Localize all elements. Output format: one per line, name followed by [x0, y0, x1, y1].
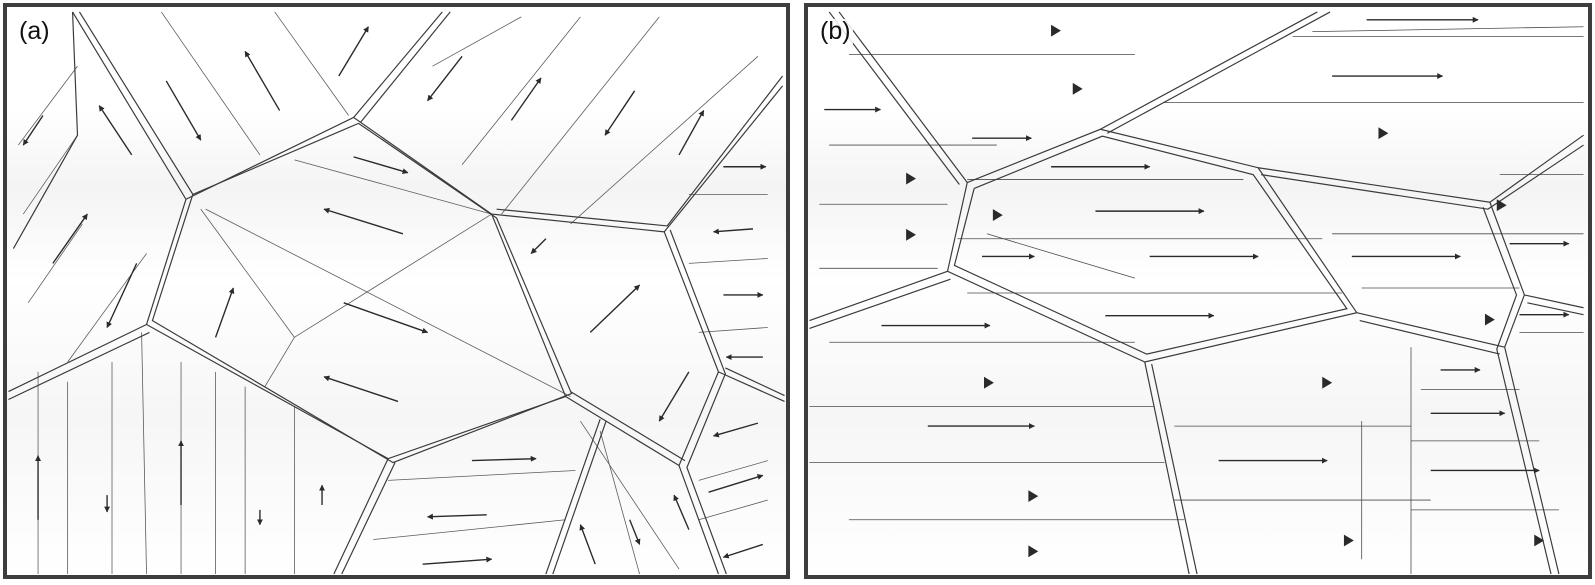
orientation-arrow: [722, 543, 764, 559]
arrowhead-icon: [1378, 127, 1389, 140]
grain-boundaries-b: [809, 11, 1584, 575]
arrows-a: [22, 26, 767, 565]
arrowhead-icon: [1072, 82, 1083, 95]
orientation-arrow: [22, 115, 44, 146]
arrowhead-icon: [1028, 545, 1039, 558]
arrowhead-icon: [906, 172, 916, 185]
orientation-arrow: [106, 263, 138, 329]
orientation-arrow: [338, 26, 369, 77]
orientation-arrow: [353, 156, 409, 175]
orientation-arrow: [579, 524, 596, 565]
arrowhead-icon: [1322, 376, 1333, 389]
orientation-arrow: [712, 422, 759, 438]
arrowhead-icon: [1051, 24, 1061, 37]
orientation-arrow: [323, 375, 399, 403]
orientation-arrow: [214, 287, 235, 338]
orientation-arrow: [510, 77, 542, 121]
orientation-arrow: [343, 302, 429, 334]
orientation-arrow: [422, 556, 493, 565]
orientation-arrow: [530, 238, 547, 255]
orientation-arrow: [323, 207, 404, 235]
orientation-arrow: [426, 513, 487, 520]
panel-label: (a): [17, 17, 52, 45]
orientation-arrow: [673, 494, 690, 530]
orientation-arrow: [165, 80, 202, 141]
panel-b: (b): [804, 3, 1592, 579]
arrowhead-icon: [1484, 313, 1495, 326]
orientation-arrow: [678, 110, 705, 156]
small-arrowheads-b: [906, 24, 1545, 558]
arrowhead-icon: [1028, 490, 1039, 503]
orientation-arrow: [658, 371, 690, 422]
arrowhead-icon: [1343, 534, 1354, 547]
orientation-arrow: [244, 50, 281, 111]
arrowhead-icon: [984, 376, 994, 389]
arrowhead-icon: [906, 228, 916, 241]
lamellae-a: [18, 11, 768, 575]
grain-boundaries-a: [8, 11, 785, 575]
grain-diagram-b: [809, 11, 1584, 575]
orientation-arrow: [98, 105, 133, 156]
orientation-arrow: [629, 519, 641, 545]
arrows-b: [824, 16, 1570, 474]
orientation-arrow: [52, 213, 88, 264]
orientation-arrow: [471, 455, 537, 462]
orientation-arrow: [712, 228, 754, 235]
arrowhead-icon: [1496, 199, 1507, 212]
grain-diagram-a: [8, 11, 785, 575]
arrowhead-icon: [1534, 534, 1545, 547]
panel-label: (b): [818, 17, 853, 45]
lamellae-b: [809, 26, 1584, 575]
orientation-arrow: [604, 90, 636, 136]
orientation-arrow: [589, 284, 641, 333]
arrowhead-icon: [992, 209, 1003, 221]
orientation-arrow: [708, 474, 764, 493]
panel-a: (a): [3, 3, 790, 579]
orientation-arrow: [427, 55, 463, 102]
